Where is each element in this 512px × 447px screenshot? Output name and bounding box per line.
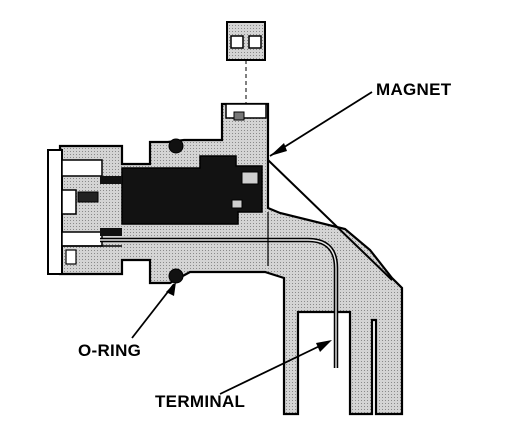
magnet-label: MAGNET xyxy=(376,80,452,99)
detached-magnet-piece xyxy=(226,21,266,104)
terminal-leader xyxy=(219,340,332,395)
terminal-wire xyxy=(100,212,339,368)
terminal-label: TERMINAL xyxy=(155,392,246,411)
o-ring-label: O-RING xyxy=(78,341,142,360)
magnet-leader xyxy=(269,91,373,157)
o-ring-seals xyxy=(168,138,184,284)
magnet-core xyxy=(121,155,263,225)
connector-end xyxy=(47,149,122,275)
sensor-housing xyxy=(58,102,404,416)
o-ring-leader xyxy=(131,282,176,339)
